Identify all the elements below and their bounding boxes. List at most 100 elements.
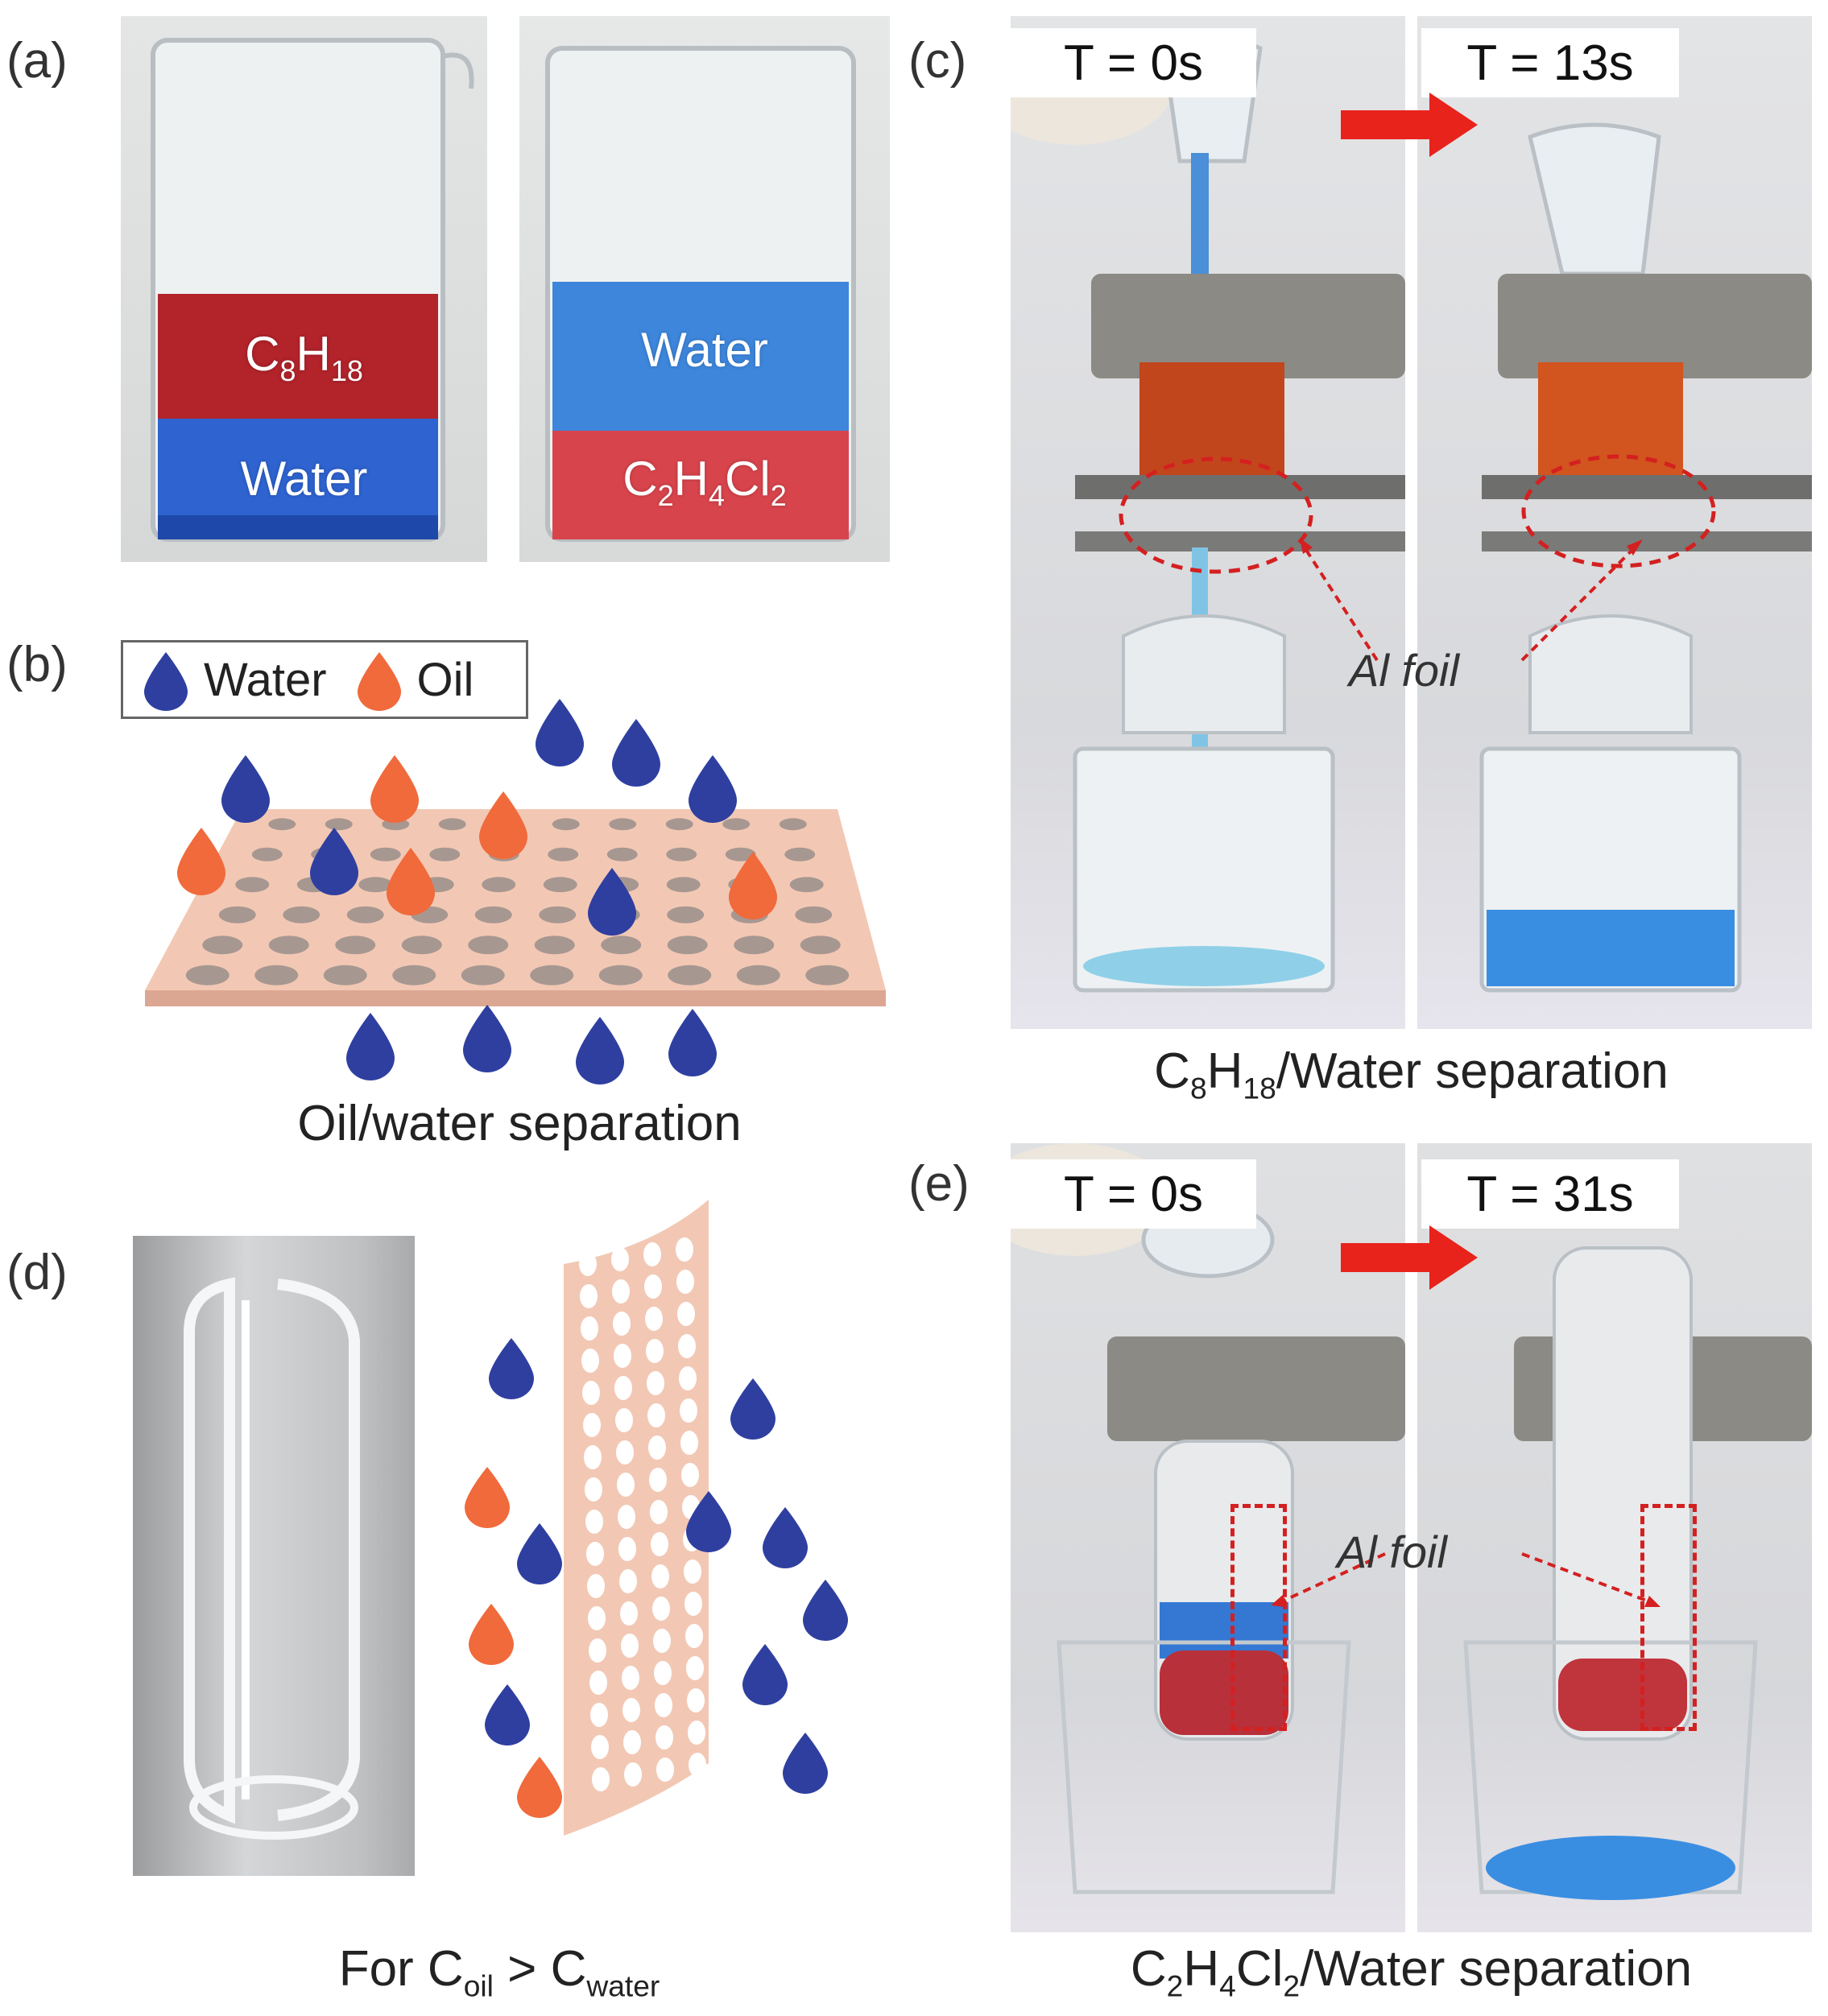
membrane-pore [805, 965, 850, 985]
panel-d-caption: For Coil > Cwater [338, 1941, 660, 2003]
membrane-pore [619, 1569, 637, 1593]
membrane-pore [614, 1376, 632, 1400]
membrane-pore [202, 936, 243, 955]
membrane-pore [779, 818, 807, 831]
membrane-pore [612, 1279, 630, 1303]
panel-c-left-highlight-ellipse [1119, 456, 1313, 574]
membrane-pore [438, 818, 466, 831]
membrane-pore [539, 906, 577, 923]
membrane-pore [668, 965, 712, 985]
membrane-pore [665, 818, 693, 831]
membrane-pore [370, 847, 401, 861]
panel-a-label: (a) [6, 33, 68, 89]
panel-c-arrow-icon [1341, 93, 1478, 157]
membrane-pore [722, 818, 751, 831]
membrane-pore [474, 906, 512, 923]
membrane-pore [218, 906, 256, 923]
membrane-pore [582, 1381, 600, 1405]
membrane-pore [580, 1284, 598, 1308]
panel-e-left-highlight-box [1230, 1504, 1287, 1731]
membrane-pore [650, 1500, 668, 1524]
membrane-pore [621, 1634, 639, 1658]
panel-a-left-top-label: C8H18 [245, 327, 363, 387]
membrane-pore [185, 965, 230, 985]
panel-d-membrane-diagram [465, 1200, 848, 1836]
water-drop-icon [144, 652, 188, 711]
membrane-pore [680, 1398, 697, 1423]
membrane-pore [684, 1592, 702, 1616]
membrane-pore [581, 1349, 599, 1373]
panel-c-time-right: T = 13s [1421, 28, 1679, 97]
membrane-pore [684, 1560, 701, 1584]
membrane-pore [601, 936, 642, 955]
membrane-pore [584, 1445, 602, 1469]
panel-e-al-foil-label: Al foil [1337, 1526, 1447, 1577]
panel-e-annotation-arrows [1271, 1552, 1661, 1607]
panel-a-left-beaker-photo: C8H18 Water [121, 16, 487, 562]
panel-e-label: (e) [908, 1156, 970, 1212]
membrane-pore [590, 1703, 608, 1727]
membrane-pore [689, 1753, 706, 1777]
membrane-pore [613, 1312, 631, 1336]
panel-c-left-photo [1011, 16, 1405, 1029]
membrane-pore [586, 1542, 604, 1566]
membrane-pore [618, 1505, 635, 1529]
membrane-pore [622, 1698, 640, 1722]
membrane-pore [654, 1661, 672, 1685]
membrane-pore [676, 1270, 694, 1294]
membrane-pore [667, 906, 705, 923]
membrane-pore [666, 847, 697, 861]
membrane-pore [676, 1237, 693, 1262]
membrane-pore [579, 1252, 597, 1276]
membrane-pore [283, 906, 321, 923]
membrane-pore [392, 965, 436, 985]
membrane-pore [645, 1307, 663, 1331]
membrane-pore [585, 1510, 603, 1534]
membrane-pore [646, 1339, 664, 1363]
membrane-pore [358, 877, 393, 893]
membrane-pore [268, 936, 309, 955]
membrane-pore [235, 877, 270, 893]
membrane-pore [678, 1334, 696, 1358]
membrane-pore [795, 906, 833, 923]
membrane-pore [589, 1638, 606, 1663]
panel-b-caption: Oil/water separation [297, 1096, 742, 1151]
membrane-pore [609, 818, 637, 831]
membrane-pore [800, 936, 841, 955]
membrane-pore [251, 847, 283, 861]
panel-d-label: (d) [6, 1245, 68, 1300]
membrane-pore [615, 1408, 633, 1432]
membrane-pore [624, 1762, 642, 1787]
membrane-pore [734, 936, 775, 955]
membrane-pore [647, 1371, 664, 1395]
membrane-pore [468, 936, 509, 955]
panel-e-right-highlight-box [1640, 1504, 1697, 1731]
membrane-pore [611, 1247, 629, 1271]
membrane-pore [461, 965, 505, 985]
panel-b-label: (b) [6, 637, 68, 692]
panel-e-right-photo [1417, 1143, 1812, 1932]
membrane-pore [681, 1463, 699, 1487]
membrane-pore [429, 847, 461, 861]
legend-water-label: Water [204, 653, 327, 706]
membrane-pore [616, 1440, 634, 1464]
membrane-pore [268, 818, 296, 831]
membrane-pore [667, 936, 708, 955]
membrane-pore [548, 847, 579, 861]
membrane-pore [656, 1725, 673, 1750]
membrane-pore [687, 1688, 705, 1712]
membrane-pore [552, 818, 580, 831]
membrane-pore [591, 1735, 609, 1759]
membrane-pore [736, 965, 780, 985]
membrane-pore [622, 1666, 639, 1690]
membrane-pore [644, 1274, 662, 1299]
membrane-pore [649, 1468, 667, 1492]
membrane-pore [543, 877, 577, 893]
membrane-pore [323, 965, 367, 985]
membrane-pore [677, 1302, 695, 1326]
panel-c-time-left: T = 0s [1011, 28, 1256, 97]
oil-drop-icon [357, 652, 401, 711]
membrane-pore [679, 1366, 697, 1390]
drops-below [346, 1005, 717, 1084]
membrane-pore [534, 936, 575, 955]
